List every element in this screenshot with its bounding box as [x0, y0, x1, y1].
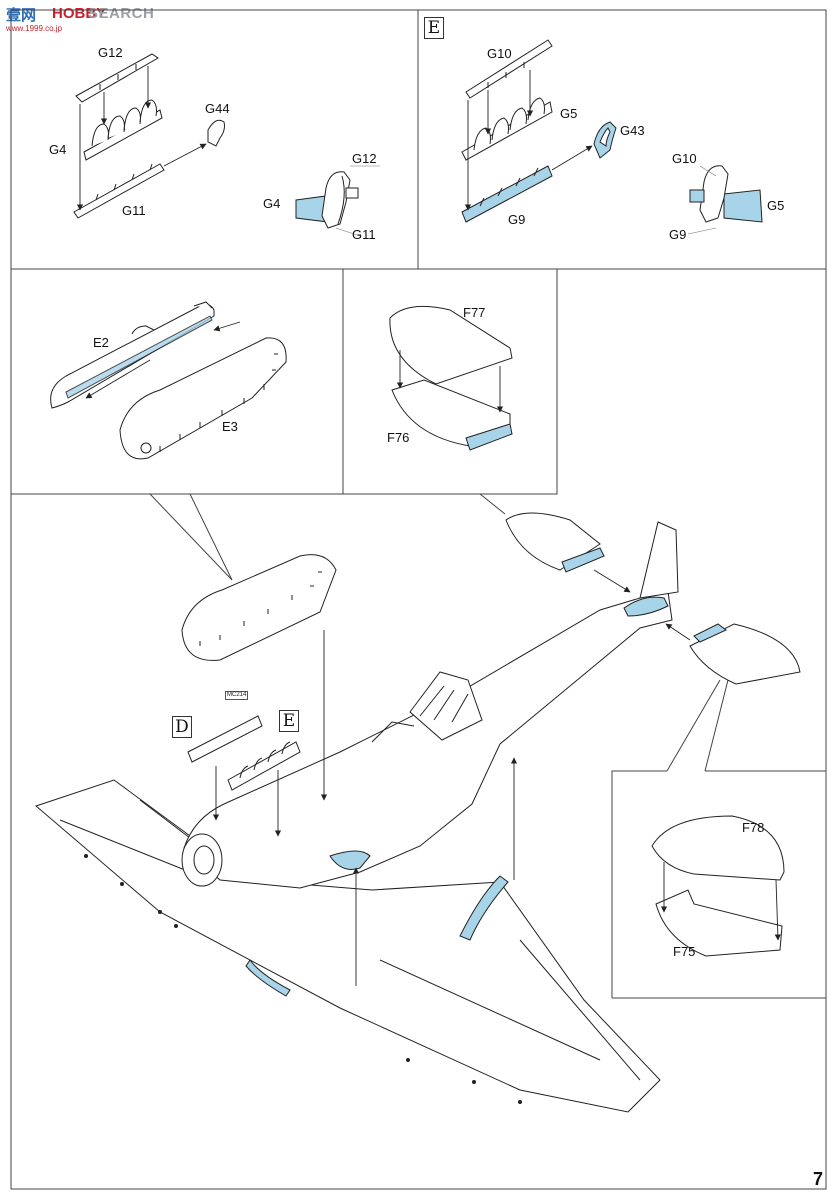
label-g11-detail: G11 — [352, 227, 376, 242]
label-g12: G12 — [98, 45, 123, 60]
label-g4: G4 — [49, 142, 67, 157]
panel-mid-left-art — [50, 301, 287, 460]
watermark-url: www.1999.co.jp — [6, 24, 63, 33]
step-box-d: D — [172, 716, 192, 738]
watermark-search: SEARCH — [88, 5, 155, 22]
label-f76: F76 — [387, 430, 410, 445]
panel-frames — [10, 9, 827, 1190]
step-box-e-main: E — [279, 710, 299, 732]
panel-bottom-right-art — [651, 815, 785, 957]
watermark-logo: 壹网 HOBBY SEARCH www.1999.co.jp — [0, 0, 165, 40]
page-number: 7 — [812, 1169, 823, 1189]
mask-tag-mc214: MC214 — [225, 691, 249, 700]
label-g10: G10 — [487, 46, 512, 61]
label-f77: F77 — [463, 305, 486, 320]
label-f75: F75 — [673, 944, 696, 959]
callout-lines — [149, 493, 729, 772]
panel-mid-center-art — [389, 305, 513, 451]
label-g44: G44 — [205, 101, 230, 116]
watermark-brand: HOBBY — [52, 5, 107, 22]
panel-top-left-art — [73, 53, 380, 237]
main-airframe — [35, 512, 801, 1113]
panel-top-right-art — [461, 39, 763, 235]
label-g4-detail: G4 — [263, 196, 281, 211]
label-e3: E3 — [222, 419, 238, 434]
label-g10-detail: G10 — [672, 151, 697, 166]
step-box-e: E — [424, 17, 444, 39]
label-g5: G5 — [560, 106, 578, 121]
label-g9-detail: G9 — [669, 227, 687, 242]
label-g9: G9 — [508, 212, 526, 227]
label-f78: F78 — [742, 820, 765, 835]
label-g12-detail: G12 — [352, 151, 377, 166]
label-g43: G43 — [620, 123, 645, 138]
label-g5-detail: G5 — [767, 198, 785, 213]
label-g11: G11 — [122, 203, 146, 218]
watermark-chinese: 壹网 — [6, 7, 37, 24]
label-e2: E2 — [93, 335, 109, 350]
